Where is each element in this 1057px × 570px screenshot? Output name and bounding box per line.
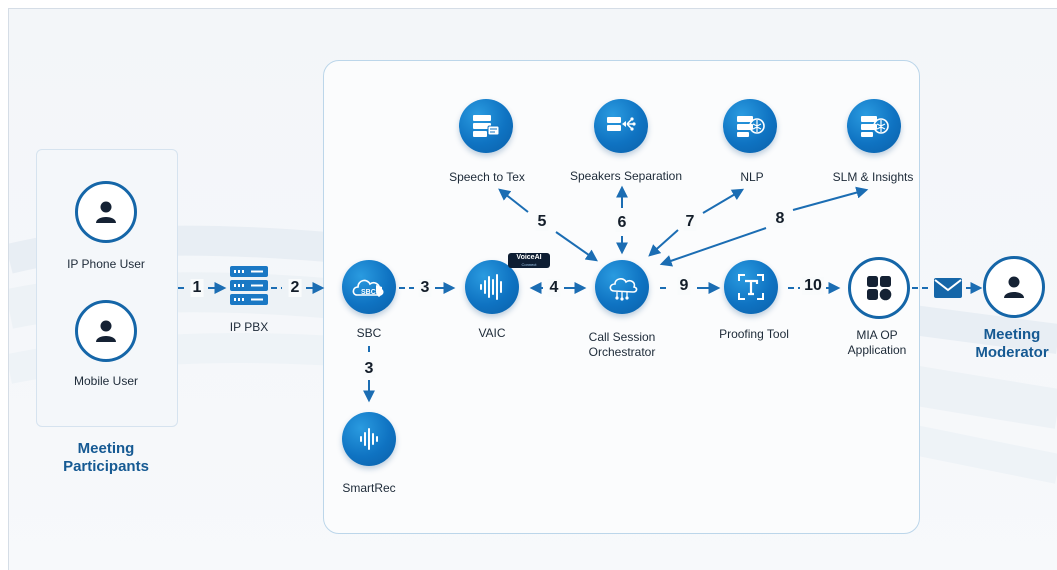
mia-op-application-node <box>848 257 910 319</box>
cloud-network-icon <box>609 278 638 301</box>
proofing-tool-label: Proofing Tool <box>719 327 789 341</box>
arrow-5-down <box>555 231 598 262</box>
step-7: 7 <box>683 213 697 231</box>
step-8: 8 <box>773 210 787 228</box>
moderator-title: Meeting Moderator <box>975 326 1048 362</box>
svg-text:SBC: SBC <box>361 289 376 296</box>
nlp-label: NLP <box>740 170 764 184</box>
slm-insights-label: SLM & Insights <box>832 170 914 184</box>
participants-title: Meeting Participants <box>63 440 149 476</box>
badge-line1: VoiceAI <box>516 254 542 261</box>
step-2: 2 <box>288 279 302 297</box>
orchestrator-label-line2: Orchestrator <box>588 345 656 359</box>
mia-op-application-label: MIA OP Application <box>848 328 907 358</box>
step-9: 9 <box>677 277 691 295</box>
step-6: 6 <box>615 214 629 232</box>
user-icon <box>96 201 116 223</box>
text-frame-icon <box>738 274 764 300</box>
proofing-tool-node <box>724 260 778 314</box>
arrow-8-up <box>792 186 869 211</box>
server-chat-icon <box>473 115 500 137</box>
step-10: 10 <box>802 277 824 295</box>
user-icon <box>96 320 116 342</box>
mobile-user-avatar <box>75 300 137 362</box>
vaic-node <box>465 260 519 314</box>
speakers-separation-label: Speakers Separation <box>569 169 683 183</box>
sbc-label: SBC <box>356 326 382 340</box>
orchestrator-label-line1: Call Session <box>588 330 656 344</box>
arrow-7-up <box>702 188 745 214</box>
nlp-node <box>723 99 777 153</box>
mia-label-line2: Application <box>847 343 907 357</box>
orchestrator-label: Call Session Orchestrator <box>589 330 656 360</box>
waveform-icon <box>480 274 502 300</box>
step-3-smartrec: 3 <box>362 360 376 378</box>
moderator-title-line2: Moderator <box>975 344 1049 361</box>
step-5: 5 <box>535 213 549 231</box>
apps-grid-icon <box>867 276 892 301</box>
server-split-icon <box>607 117 636 131</box>
vaic-label: VAIC <box>478 326 506 340</box>
server-brain-icon <box>737 116 765 137</box>
ip-pbx-label: IP PBX <box>229 320 269 334</box>
server-icon <box>229 265 269 307</box>
cloud-shield-icon: SBC <box>352 279 384 297</box>
moderator-avatar <box>983 256 1045 318</box>
participants-title-line2: Participants <box>63 458 149 475</box>
sbc-node: SBC <box>342 260 396 314</box>
step-3: 3 <box>418 279 432 297</box>
mia-label-line1: MIA OP <box>856 328 898 342</box>
arrow-8-down <box>659 227 767 267</box>
ip-phone-user-avatar <box>75 181 137 243</box>
waveform-icon <box>360 428 378 450</box>
smartrec-label: SmartRec <box>342 481 396 495</box>
badge-line2: Connect <box>521 262 537 267</box>
slm-insights-node <box>847 99 901 153</box>
server-brain-icon <box>861 116 889 137</box>
voiceai-connect-badge: VoiceAI Connect <box>508 253 550 268</box>
speakers-separation-node <box>594 99 648 153</box>
speech-to-text-node <box>459 99 513 153</box>
orchestrator-node <box>595 260 649 314</box>
ip-phone-user-label: IP Phone User <box>67 257 145 271</box>
step-4: 4 <box>547 279 561 297</box>
step-1: 1 <box>190 279 204 297</box>
speech-to-text-label: Speech to Tex <box>449 170 525 184</box>
participants-title-line1: Meeting <box>77 440 135 457</box>
arrow-7-down <box>648 229 679 257</box>
moderator-title-line1: Meeting <box>983 326 1041 343</box>
smartrec-node <box>342 412 396 466</box>
mail-icon <box>934 278 962 298</box>
mobile-user-label: Mobile User <box>73 374 139 388</box>
arrow-5-up <box>498 188 529 213</box>
user-icon <box>1004 276 1024 298</box>
